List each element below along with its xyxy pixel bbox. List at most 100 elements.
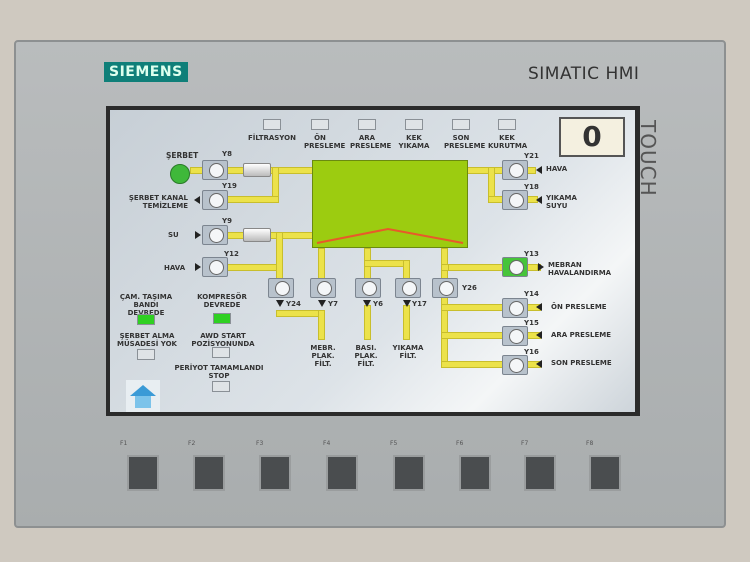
label-periyot: PERİYOT TAMAMLANDI STOP <box>174 364 264 380</box>
filter-press-tank[interactable] <box>312 160 468 248</box>
siemens-logo: SIEMENS <box>104 62 188 82</box>
label-filtrasyon: FİLTRASYON <box>248 134 296 142</box>
valve-y12[interactable] <box>202 257 228 277</box>
valve-y19[interactable] <box>202 190 228 210</box>
valve-y9-label: Y9 <box>222 217 232 225</box>
f4-key[interactable] <box>326 455 358 491</box>
valve-y15-label: Y15 <box>524 319 539 327</box>
valve-y14-label: Y14 <box>524 290 539 298</box>
pipe <box>318 310 325 340</box>
arrow-right-icon <box>195 263 201 271</box>
valve-y19-label: Y19 <box>222 182 237 190</box>
valve-y7[interactable] <box>310 278 336 298</box>
label-ara-presleme-inlet: ARA PRESLEME <box>551 331 611 339</box>
label-awd-start: AWD START POZİSYONUNDA <box>191 332 255 348</box>
label-mebr-plak-filt: MEBR. PLAK. FİLT. <box>310 344 336 368</box>
indicator-cam-tasima <box>137 314 155 325</box>
valve-y21-label: Y21 <box>524 152 539 160</box>
valve-y24-label: Y24 <box>286 300 301 308</box>
indicator-son-presleme <box>452 119 470 130</box>
arrow-down-icon <box>363 300 371 307</box>
valve-y18[interactable] <box>502 190 528 210</box>
indicator-on-presleme <box>311 119 329 130</box>
label-serbet-alma: ŞERBET ALMA MÜSADESİ YOK <box>117 332 177 348</box>
pump-icon[interactable] <box>170 164 190 184</box>
hmi-screen: FİLTRASYON ÖN PRESLEME ARA PRESLEME KEK … <box>110 110 635 412</box>
arrow-left-icon <box>536 196 542 204</box>
label-yikama-suyu: YIKAMA SUYU <box>546 194 577 210</box>
indicator-kek-kurutma <box>498 119 516 130</box>
label-son-presleme-inlet: SON PRESLEME <box>551 359 612 367</box>
arrow-left-icon <box>536 166 542 174</box>
press-plate-line <box>316 227 464 244</box>
indicator-periyot <box>212 381 230 392</box>
valve-y14[interactable] <box>502 298 528 318</box>
indicator-ara-presleme <box>358 119 376 130</box>
pipe <box>364 260 406 267</box>
valve-y8[interactable] <box>202 160 228 180</box>
valve-y26-label: Y26 <box>462 284 477 292</box>
arrow-left-icon <box>536 331 542 339</box>
label-mebran: MEBRAN HAVALANDIRMA <box>548 261 612 277</box>
valve-y17[interactable] <box>395 278 421 298</box>
label-basi-plak-filt: BASI. PLAK. FİLT. <box>354 344 378 368</box>
fkey-label: F5 <box>390 440 398 447</box>
valve-y6[interactable] <box>355 278 381 298</box>
valve-y15[interactable] <box>502 326 528 346</box>
label-serbet-kanal: ŞERBET KANAL TEMİZLEME <box>128 194 188 210</box>
label-on-presleme: ÖN PRESLEME <box>304 134 346 150</box>
fkey-label: F8 <box>586 440 594 447</box>
f1-key[interactable] <box>127 455 159 491</box>
arrow-down-icon <box>318 300 326 307</box>
touch-label: TOUCH <box>636 120 660 197</box>
valve-y17-label: Y17 <box>412 300 427 308</box>
indicator-kek-yikama <box>405 119 423 130</box>
home-icon <box>130 385 156 408</box>
flowmeter-icon <box>243 163 271 177</box>
counter-display[interactable]: 0 <box>559 117 625 157</box>
arrow-down-icon <box>276 300 284 307</box>
valve-y12-label: Y12 <box>224 250 239 258</box>
label-on-presleme-inlet: ÖN PRESLEME <box>551 303 607 311</box>
valve-y21[interactable] <box>502 160 528 180</box>
valve-y9[interactable] <box>202 225 228 245</box>
home-button[interactable] <box>126 380 160 412</box>
fkey-label: F3 <box>256 440 264 447</box>
f8-key[interactable] <box>589 455 621 491</box>
f7-key[interactable] <box>524 455 556 491</box>
f6-key[interactable] <box>459 455 491 491</box>
fkey-label: F2 <box>188 440 196 447</box>
pipe <box>225 196 279 203</box>
valve-y24[interactable] <box>268 278 294 298</box>
indicator-filtrasyon <box>263 119 281 130</box>
valve-y6-label: Y6 <box>373 300 383 308</box>
indicator-awd-start <box>212 347 230 358</box>
pipe <box>403 305 410 340</box>
valve-y13[interactable] <box>502 257 528 277</box>
valve-y8-label: Y8 <box>222 150 232 158</box>
arrow-left-icon <box>194 196 200 204</box>
label-cam-tasima: ÇAM. TAŞIMA BANDI DEVREDE <box>119 293 173 317</box>
f5-key[interactable] <box>393 455 425 491</box>
arrow-left-icon <box>536 360 542 368</box>
valve-y26[interactable] <box>432 278 458 298</box>
valve-y7-label: Y7 <box>328 300 338 308</box>
f2-key[interactable] <box>193 455 225 491</box>
pipe <box>448 264 538 271</box>
indicator-serbet-alma <box>137 349 155 360</box>
label-kek-yikama: KEK YIKAMA <box>398 134 430 150</box>
fkey-label: F7 <box>521 440 529 447</box>
fkey-label: F6 <box>456 440 464 447</box>
arrow-down-icon <box>403 300 411 307</box>
label-hava-right: HAVA <box>546 165 568 173</box>
flowmeter-icon <box>243 228 271 242</box>
valve-y16-label: Y16 <box>524 348 539 356</box>
label-serbet: ŞERBET <box>166 151 199 160</box>
fkey-label: F1 <box>120 440 128 447</box>
label-yikama-filt: YIKAMA FİLT. <box>392 344 424 360</box>
arrow-left-icon <box>536 303 542 311</box>
label-son-presleme: SON PRESLEME <box>444 134 486 150</box>
valve-y16[interactable] <box>502 355 528 375</box>
valve-y18-label: Y18 <box>524 183 539 191</box>
f3-key[interactable] <box>259 455 291 491</box>
